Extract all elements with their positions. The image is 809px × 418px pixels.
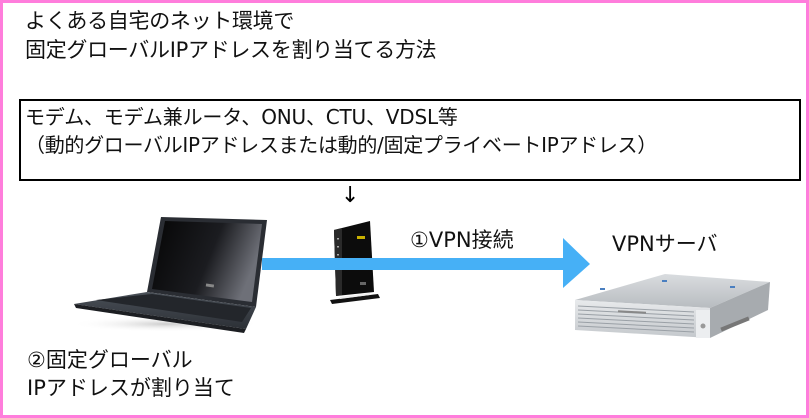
router-address-text: （動的グローバルIPアドレスまたは動的/固定プライベートIPアドレス）: [25, 133, 657, 157]
arrow-shaft: [262, 258, 564, 270]
down-arrow-icon: ↓: [341, 183, 360, 208]
client-ip-assignment-label: ②固定グローバル IPアドレスが割り当て: [27, 346, 235, 402]
router-types-text: モデム、モデム兼ルータ、ONU、CTU、VDSL等: [25, 105, 458, 129]
arrow-head: [563, 238, 590, 288]
laptop-icon: [71, 217, 267, 333]
client-label-line-1: ②固定グローバル: [27, 348, 193, 372]
diagram-title: よくある自宅のネット環境で 固定グローバルIPアドレスを割り当てる方法: [25, 7, 437, 65]
vpn-connection-label: ①VPN接続: [410, 228, 514, 252]
client-label-line-2: IPアドレスが割り当て: [27, 376, 235, 400]
vpn-server-label: VPNサーバ: [612, 232, 718, 256]
title-line-1: よくある自宅のネット環境で: [25, 9, 295, 33]
vpn-connection-arrow: [262, 238, 590, 288]
rack-server-icon: [575, 274, 770, 338]
title-line-2: 固定グローバルIPアドレスを割り当てる方法: [25, 38, 437, 62]
router-info-box: モデム、モデム兼ルータ、ONU、CTU、VDSL等 （動的グローバルIPアドレス…: [19, 99, 801, 181]
